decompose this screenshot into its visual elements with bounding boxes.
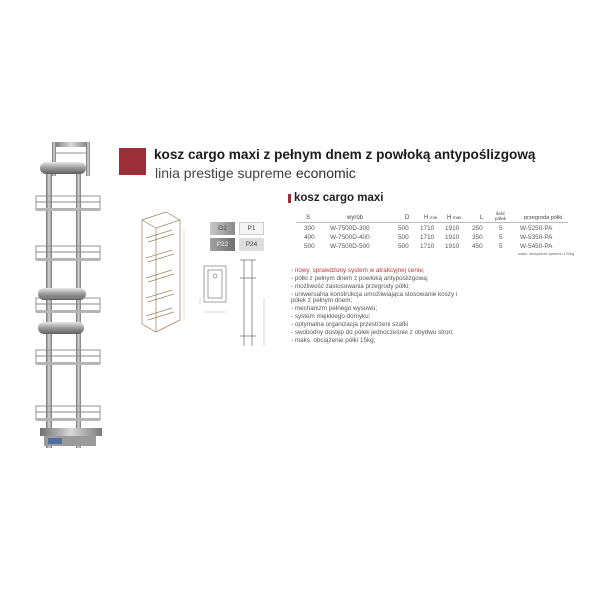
table-cell-wyrob: W-7500D-400 [330,234,370,241]
product-line-variant: economic [295,165,356,181]
feature-item: - uniwersalna konstrukcja umożliwiająca … [291,290,458,305]
col-header-h-max-main: H [447,215,452,221]
col-header-l: L [480,215,484,221]
feature-item: - swobodny dostęp do półek jednocześnie … [291,328,454,336]
table-cell-l: 450 [472,243,483,250]
product-title: kosz cargo maxi z pełnym dnem z powłoką … [154,147,536,162]
table-cell-hmax: 1910 [445,225,460,232]
col-header-h-max-sub: max. [453,215,463,220]
table-cell-d: 500 [398,243,409,250]
col-header-h-min: H min. [424,215,439,221]
col-header-h-min-main: H [424,215,429,221]
finish-swatch-g2: G2 [210,222,235,235]
finish-swatch-p22: P22 [210,238,235,251]
table-cell-przegroda: W-5350-PA [520,234,553,241]
spec-title: kosz cargo maxi [294,192,384,204]
product-line-name: linia prestige supreme [155,165,292,181]
table-cell-przegroda: W-5450-PA [520,243,553,250]
table-cell-n: 5 [499,225,503,232]
table-cell-l: 250 [472,225,483,232]
system-load-note: maks. obciążenie systemu 120kg [518,252,574,256]
table-cell-wyrob: W-7500D-300 [330,225,370,232]
spec-title-marker [288,194,291,203]
table-cell-hmin: 1710 [420,225,435,232]
table-cell-n: 5 [499,243,503,250]
col-header-h-max: H max. [447,215,463,221]
brand-color-swatch [119,148,146,175]
finish-swatch-p24: P24 [239,238,264,251]
table-cell-d: 500 [398,234,409,241]
table-cell-hmin: 1710 [420,234,435,241]
col-header-d: D [405,215,410,221]
feature-item: - system miękkiego domyku; [291,313,371,321]
feature-item: - mechanizm pełnego wysuwu; [291,305,378,313]
table-cell-wyrob: W-7500D-500 [330,243,370,250]
col-header-ilosc-line1: ilość [495,211,506,216]
col-header-s: S [306,215,311,221]
product-line-subtitle: linia prestige supreme economic [155,165,356,181]
table-cell-s: 500 [304,243,315,250]
feature-item: - możliwość zastosowania przegrody półki… [291,282,410,290]
col-header-przegroda: przegroda półki [524,215,563,221]
finish-swatch-p1: P1 [239,222,264,235]
table-cell-d: 500 [398,225,409,232]
table-cell-przegroda: W-5250-PA [520,225,553,232]
table-cell-hmax: 1910 [445,243,460,250]
feature-item: - optymalna organizacja przestrzeni szaf… [291,321,409,329]
feature-list: - nowy, sprawdzony system w atrakcyjnej … [291,267,471,346]
table-cell-l: 350 [472,234,483,241]
pantry-tower-image [35,142,102,448]
technical-drawing [141,211,265,346]
feature-item: - półki z pełnym dnem z powłoką antypośl… [291,274,429,282]
feature-item: - nowy, sprawdzony system w atrakcyjnej … [291,267,425,274]
table-cell-s: 300 [304,225,315,232]
col-header-ilosc-line2: półek [495,216,506,221]
table-cell-n: 5 [499,234,503,241]
col-header-wyrob: wyrób [347,215,364,221]
table-header-rule [296,222,568,223]
table-cell-hmax: 1910 [445,234,460,241]
col-header-h-min-sub: min. [430,215,439,220]
feature-item: - maks. obciążenie półki 15kg; [291,336,376,344]
table-cell-hmin: 1710 [420,243,435,250]
table-cell-s: 400 [304,234,315,241]
